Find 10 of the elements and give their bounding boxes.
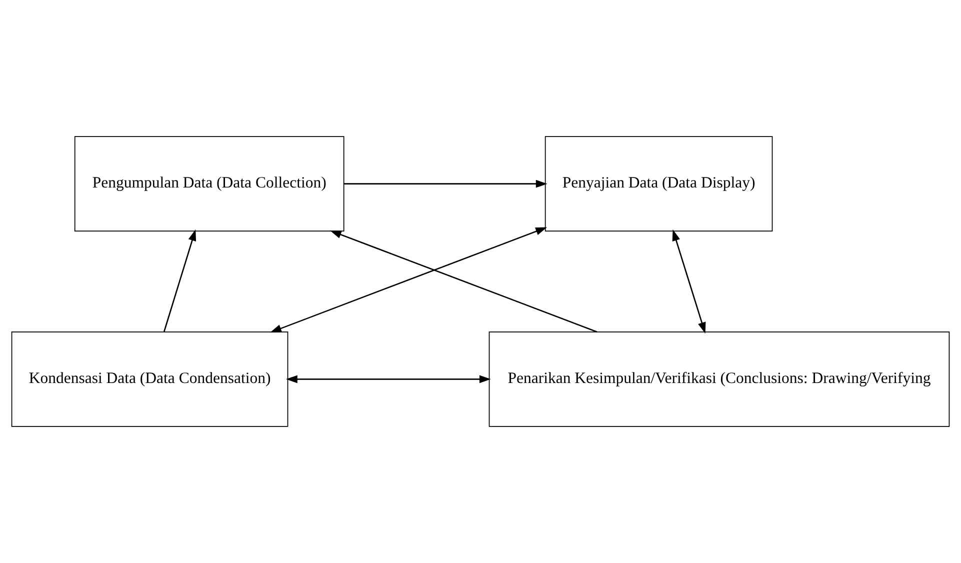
node-box: Kondensasi Data (Data Condensation)	[11, 331, 288, 427]
node-box: Penarikan Kesimpulan/Verifikasi (Conclusions: Drawing/Verifying	[488, 331, 950, 427]
arrow	[163, 229, 196, 332]
arrow	[672, 229, 706, 334]
arrow	[286, 375, 491, 384]
arrow	[270, 227, 548, 333]
node-box: Penyajian Data (Data Display)	[544, 136, 773, 232]
arrow	[330, 230, 598, 332]
arrow	[344, 180, 548, 188]
node-box: Pengumpulan Data (Data Collection)	[74, 136, 344, 232]
